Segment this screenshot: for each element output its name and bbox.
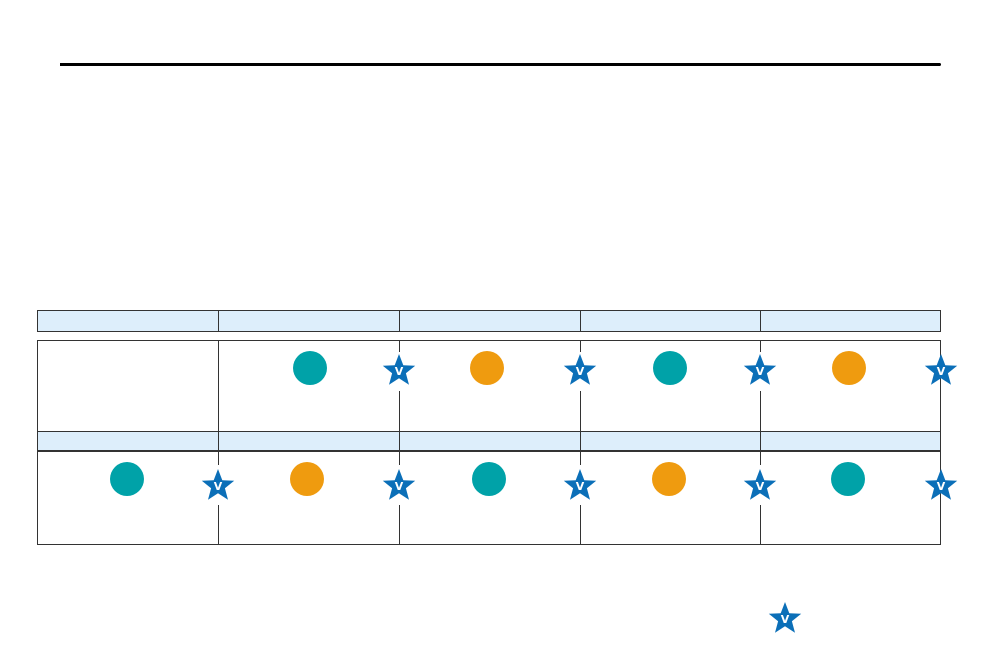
header-band-1 bbox=[37, 310, 941, 332]
legend-star-shape bbox=[768, 602, 802, 633]
column-divider bbox=[399, 451, 400, 465]
header-divider bbox=[760, 432, 761, 450]
teal-circle bbox=[472, 462, 506, 496]
star-shape bbox=[924, 469, 958, 500]
title-rule-tip bbox=[938, 63, 941, 66]
teal-circle bbox=[653, 351, 687, 385]
teal-circle bbox=[831, 462, 865, 496]
header-divider bbox=[580, 311, 581, 331]
legend-star-letter: V bbox=[780, 613, 790, 626]
orange-circle bbox=[832, 351, 866, 385]
star-shape bbox=[201, 469, 235, 500]
header-divider bbox=[218, 311, 219, 331]
star-letter: V bbox=[213, 480, 223, 493]
milestone-star-icon: V bbox=[923, 353, 959, 389]
milestone-star-icon: V bbox=[742, 353, 778, 389]
column-divider bbox=[218, 505, 219, 545]
orange-circle bbox=[290, 462, 324, 496]
teal-circle bbox=[110, 462, 144, 496]
column-divider bbox=[760, 340, 761, 352]
column-divider bbox=[399, 391, 400, 432]
star-shape bbox=[743, 469, 777, 500]
milestone-star-icon: V bbox=[381, 353, 417, 389]
column-divider bbox=[580, 505, 581, 545]
star-shape bbox=[382, 469, 416, 500]
header-divider bbox=[580, 432, 581, 450]
star-letter: V bbox=[936, 365, 946, 378]
star-shape bbox=[382, 354, 416, 385]
column-divider bbox=[580, 391, 581, 432]
star-shape bbox=[563, 354, 597, 385]
column-divider bbox=[399, 340, 400, 352]
milestone-star-icon: V bbox=[562, 353, 598, 389]
column-divider bbox=[580, 340, 581, 352]
legend-star-icon: V bbox=[767, 601, 803, 637]
column-divider bbox=[399, 505, 400, 545]
orange-circle bbox=[470, 351, 504, 385]
milestone-star-icon: V bbox=[562, 468, 598, 504]
star-letter: V bbox=[575, 365, 585, 378]
column-divider bbox=[218, 451, 219, 465]
milestone-star-icon: V bbox=[923, 468, 959, 504]
star-letter: V bbox=[394, 365, 404, 378]
column-divider bbox=[760, 505, 761, 545]
star-shape bbox=[924, 354, 958, 385]
star-shape bbox=[743, 354, 777, 385]
star-letter: V bbox=[755, 480, 765, 493]
header-band-2 bbox=[37, 431, 941, 451]
star-letter: V bbox=[755, 365, 765, 378]
column-divider bbox=[580, 451, 581, 465]
milestone-star-icon: V bbox=[200, 468, 236, 504]
star-letter: V bbox=[575, 480, 585, 493]
orange-circle bbox=[652, 462, 686, 496]
header-divider bbox=[218, 432, 219, 450]
header-divider bbox=[760, 311, 761, 331]
header-divider bbox=[399, 311, 400, 331]
milestone-star-icon: V bbox=[381, 468, 417, 504]
header-divider bbox=[399, 432, 400, 450]
star-letter: V bbox=[394, 480, 404, 493]
teal-circle bbox=[293, 351, 327, 385]
column-divider bbox=[760, 451, 761, 465]
title-rule bbox=[60, 63, 940, 66]
star-shape bbox=[563, 469, 597, 500]
star-letter: V bbox=[936, 480, 946, 493]
milestone-star-icon: V bbox=[742, 468, 778, 504]
column-divider bbox=[218, 340, 219, 432]
column-divider bbox=[760, 391, 761, 432]
